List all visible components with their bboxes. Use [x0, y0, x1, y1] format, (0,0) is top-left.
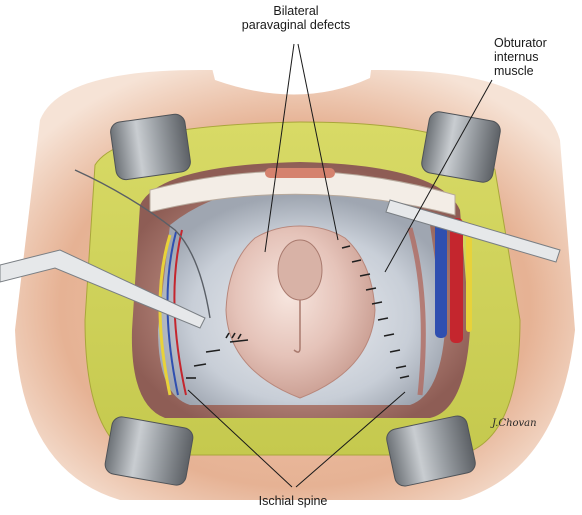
right-vein [435, 218, 447, 338]
right-nerve [466, 222, 472, 332]
label-obturator-line3: muscle [494, 64, 534, 78]
retractor-blade-left [0, 249, 206, 329]
label-paravaginal-defects: Bilateral paravaginal defects [226, 4, 366, 32]
leader-lines [187, 43, 493, 488]
leader-paravaginal-right [297, 43, 339, 241]
urethra-catheter [293, 300, 301, 353]
retractor-bottom-left [104, 416, 194, 486]
label-obturator-internus: Obturator internus muscle [494, 36, 578, 78]
label-obturator-line2: internus [494, 50, 539, 64]
leader-paravaginal-left [264, 43, 295, 253]
retractor-top-left [110, 113, 191, 181]
bladder-neck [277, 239, 323, 301]
instrument-right [385, 199, 561, 263]
sutures-right [341, 245, 410, 379]
leader-ischial-left [187, 389, 293, 488]
leader-obturator [384, 79, 493, 273]
pubic-bone [149, 170, 456, 216]
label-obturator-line1: Obturator [494, 36, 547, 50]
probe-wire [74, 169, 211, 319]
label-paravaginal-line1: Bilateral [273, 4, 319, 18]
artist-signature: J.Chovan [492, 418, 537, 429]
sutures-left [186, 332, 249, 379]
leader-ischial-right [295, 391, 406, 488]
right-artery [450, 218, 463, 343]
retractor-top-right [421, 111, 501, 183]
label-paravaginal-line2: paravaginal defects [241, 18, 351, 32]
label-ischial-spine: Ischial spine [258, 494, 328, 508]
drape [205, 40, 375, 95]
symphysis-pad [265, 168, 335, 178]
right-wall-muscle [407, 227, 426, 396]
retractor-bottom-right [386, 415, 476, 487]
